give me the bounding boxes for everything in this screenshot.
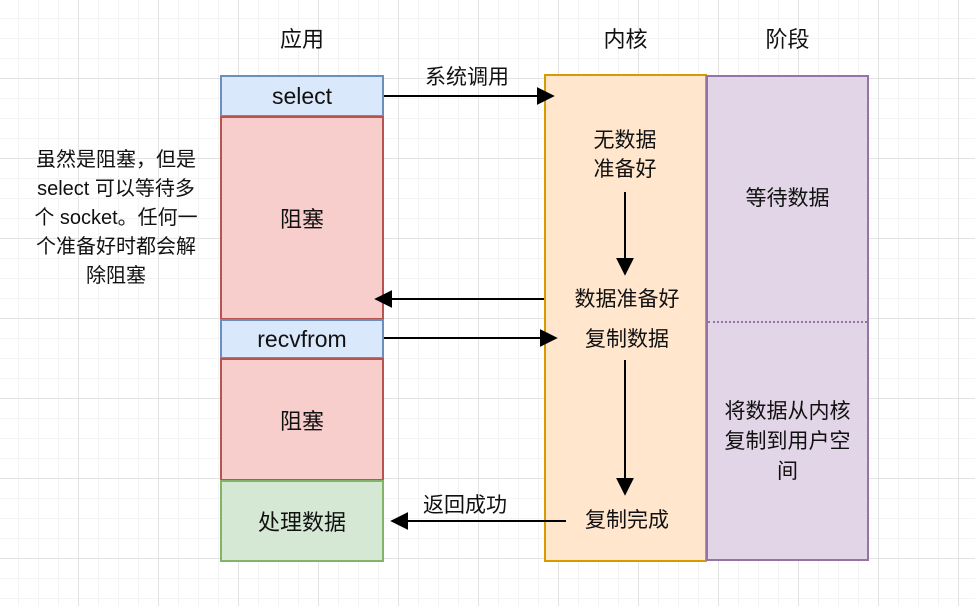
blocking-box-1: 阻塞 <box>220 116 384 320</box>
header-application: 应用 <box>279 27 324 52</box>
kernel-step-copy-done: 复制完成 <box>585 509 669 532</box>
return-success-arrow-label: 返回成功 <box>423 494 507 517</box>
kernel-step-no-data: 无数据 准备好 <box>593 129 657 181</box>
recvfrom-call-box: recvfrom <box>220 319 384 359</box>
stage-copy-to-user: 将数据从内核 复制到用户空 间 <box>708 321 867 561</box>
select-note-text: 虽然是阻塞，但是 select 可以等待多 个 socket。任何一 个准备好时… <box>34 149 198 287</box>
header-kernel: 内核 <box>603 27 648 52</box>
stage-box: 等待数据 将数据从内核 复制到用户空 间 <box>706 75 869 561</box>
syscall-arrow-label: 系统调用 <box>425 66 509 89</box>
process-data-box: 处理数据 <box>220 480 384 562</box>
stage-wait-data: 等待数据 <box>745 187 830 210</box>
select-call-box: select <box>220 75 384 117</box>
blocking-box-2: 阻塞 <box>220 358 384 481</box>
header-stage: 阶段 <box>765 27 810 52</box>
kernel-step-data-ready: 数据准备好 <box>574 288 680 311</box>
kernel-step-copy-data: 复制数据 <box>585 328 669 351</box>
